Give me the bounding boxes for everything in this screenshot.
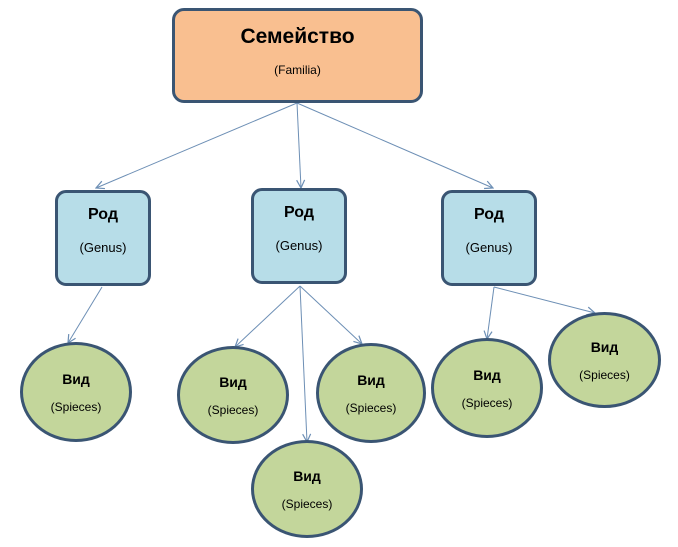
genus-subtitle: (Genus) — [465, 240, 513, 255]
species-subtitle: (Spieces) — [50, 399, 102, 414]
species-node-3: Вид (Spieces) — [316, 343, 426, 443]
species-node-5: Вид (Spieces) — [431, 338, 543, 438]
species-title: Вид — [357, 371, 385, 388]
connector-genus-1-species-1 — [68, 286, 103, 343]
genus-title: Род — [88, 206, 118, 223]
connector-genus-3-species-5 — [487, 286, 495, 339]
connector-genus-3-species-6 — [493, 286, 595, 313]
genus-subtitle: (Genus) — [275, 238, 323, 253]
species-node-6: Вид (Spieces) — [548, 312, 661, 408]
genus-node-1: Род (Genus) — [55, 190, 151, 286]
family-subtitle: (Familia) — [274, 63, 321, 77]
species-subtitle: (Spieces) — [207, 402, 259, 417]
genus-node-2: Род (Genus) — [251, 188, 347, 284]
family-node: Семейство (Familia) — [172, 8, 423, 103]
species-title: Вид — [293, 467, 321, 484]
species-subtitle: (Spieces) — [281, 496, 333, 511]
family-title: Семейство — [240, 25, 355, 48]
species-title: Вид — [62, 370, 90, 387]
connector-family-genus-1 — [96, 102, 298, 188]
species-subtitle: (Spieces) — [345, 400, 397, 415]
connector-genus-2-species-4 — [299, 285, 307, 442]
species-subtitle: (Spieces) — [461, 395, 513, 410]
connector-family-genus-3 — [296, 102, 493, 188]
connector-genus-2-species-2 — [235, 285, 301, 347]
species-node-4: Вид (Spieces) — [251, 440, 363, 538]
genus-title: Род — [474, 206, 504, 223]
species-node-1: Вид (Spieces) — [20, 342, 132, 442]
species-title: Вид — [473, 366, 501, 383]
genus-subtitle: (Genus) — [79, 240, 127, 255]
genus-node-3: Род (Genus) — [441, 190, 537, 286]
connector-genus-2-species-3 — [299, 285, 362, 344]
species-title: Вид — [219, 373, 247, 390]
genus-title: Род — [284, 204, 314, 221]
species-subtitle: (Spieces) — [579, 367, 630, 382]
connector-family-genus-2 — [297, 102, 301, 188]
species-node-2: Вид (Spieces) — [177, 346, 289, 444]
species-title: Вид — [590, 338, 619, 355]
